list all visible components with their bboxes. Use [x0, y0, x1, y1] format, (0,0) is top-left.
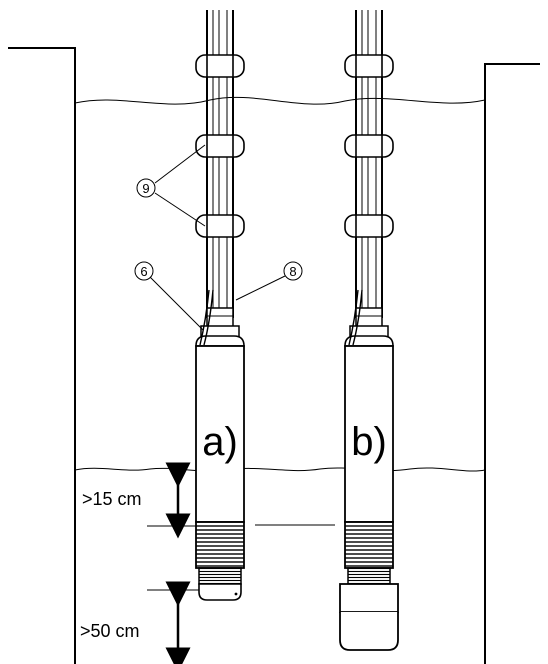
dimension-upper: [147, 462, 196, 539]
pump-a: [195, 307, 245, 601]
well-outline: [8, 47, 540, 664]
pump-b: [339, 307, 399, 651]
cable-clamps-a: [195, 54, 245, 238]
lower-water-line: [74, 467, 486, 472]
callout-8-number: 8: [289, 264, 296, 279]
callout-9: 9: [136, 144, 206, 227]
power-cables: [199, 289, 363, 346]
upper-water-line: [74, 96, 486, 105]
callout-9-number: 9: [142, 181, 149, 196]
dimension-lower-label: >50 cm: [80, 621, 140, 641]
pump-a-label: a): [202, 420, 238, 464]
dimension-lower: [147, 581, 199, 664]
pump-b-label: b): [351, 420, 387, 464]
callout-6-number: 6: [140, 264, 147, 279]
cable-clamps-b: [344, 54, 394, 238]
dimension-upper-label: >15 cm: [82, 489, 142, 509]
callout-8: 8: [235, 261, 303, 301]
callout-6: 6: [134, 261, 204, 331]
